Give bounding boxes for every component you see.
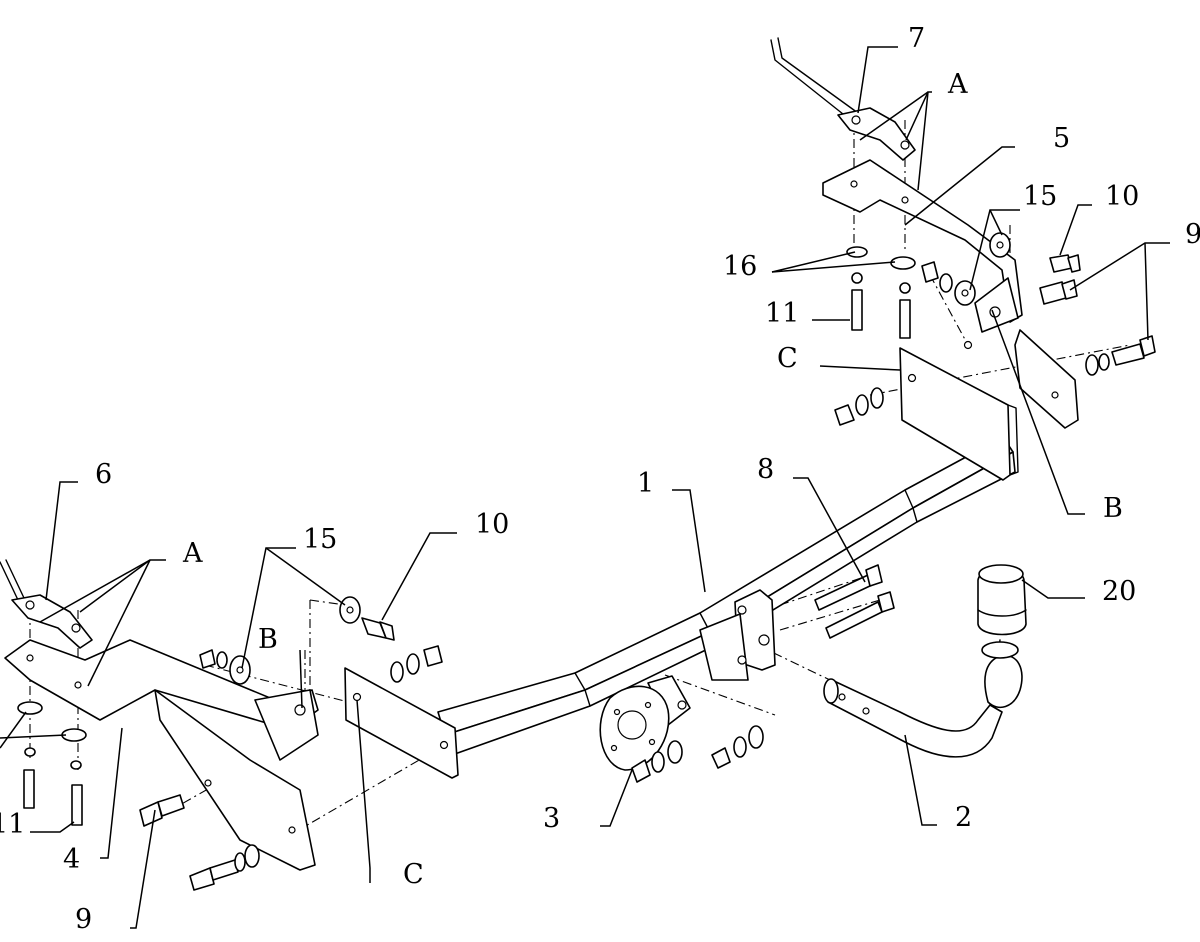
- ball-cover: [977, 564, 1027, 636]
- right-side-bracket: [822, 159, 1079, 429]
- bolt-set-right-lower: [834, 246, 916, 426]
- callout-b-left: B: [258, 624, 278, 655]
- callout-20: 20: [1102, 576, 1136, 607]
- callout-6: 6: [95, 459, 112, 490]
- tow-ball-arm: [823, 639, 1023, 758]
- callout-c-right: C: [777, 343, 798, 374]
- callout-11-right: 11: [765, 298, 799, 329]
- callout-15-right: 15: [1023, 181, 1057, 212]
- left-end-plate: [344, 667, 459, 779]
- callout-5: 5: [1053, 123, 1070, 154]
- callout-7: 7: [908, 23, 925, 54]
- callout-2: 2: [955, 802, 972, 833]
- callout-b-right: B: [1103, 493, 1123, 524]
- callout-10-left: 10: [475, 509, 509, 540]
- callout-10-right: 10: [1105, 181, 1139, 212]
- callout-c-left: C: [403, 859, 424, 890]
- callout-9-left: 9: [75, 904, 92, 935]
- callout-4: 4: [63, 844, 80, 875]
- bolt-set-right-upper: [921, 232, 1156, 376]
- callout-labels: 7 A 5 15 10 9 16 11 C B 8 1 20 2 3 6 A 1…: [0, 23, 1200, 935]
- right-end-plate: [899, 340, 1019, 481]
- left-strap-clamp: [0, 559, 93, 649]
- right-strap-clamp: [770, 37, 916, 161]
- ball-mount-bracket: [647, 589, 776, 726]
- cross-beam: [437, 436, 1016, 756]
- callout-11-left: 11: [0, 809, 25, 840]
- callout-a-right: A: [947, 69, 968, 100]
- callout-15-left: 15: [303, 524, 337, 555]
- left-side-bracket: [4, 639, 319, 871]
- bolt-set-center: [631, 564, 895, 783]
- callout-a-left: A: [182, 538, 203, 569]
- bolt-set-left: [17, 596, 443, 891]
- callout-8: 8: [757, 454, 774, 485]
- callout-3: 3: [543, 803, 560, 834]
- leader-lines: [0, 46, 1170, 929]
- callout-16: 16: [723, 251, 757, 282]
- callout-9-right: 9: [1185, 219, 1200, 250]
- callout-1: 1: [637, 468, 654, 499]
